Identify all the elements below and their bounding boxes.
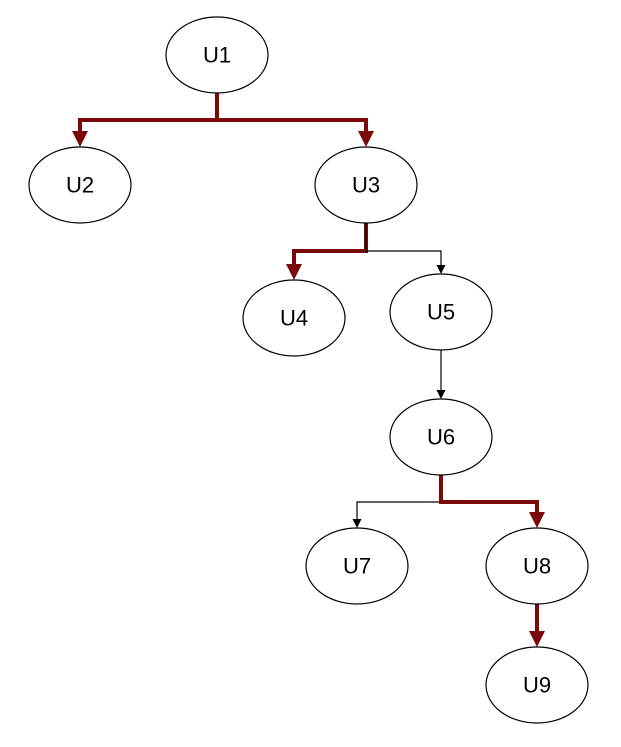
node-label: U8: [523, 554, 551, 579]
node-u3: U3: [314, 146, 418, 224]
node-label: U2: [66, 173, 94, 198]
edge-u3-u4: [286, 223, 368, 280]
node-label: U1: [203, 43, 231, 68]
node-ellipse: [389, 398, 493, 476]
edge-line: [292, 223, 368, 265]
edge-u5-u6: [436, 350, 446, 399]
edge-line: [356, 475, 442, 520]
node-ellipse: [314, 146, 418, 224]
node-u2: U2: [28, 146, 132, 224]
node-ellipse: [389, 273, 493, 351]
node-u9: U9: [485, 646, 589, 724]
node-u6: U6: [389, 398, 493, 476]
node-u4: U4: [242, 279, 346, 357]
arrowhead-icon: [436, 265, 446, 274]
node-ellipse: [165, 16, 269, 94]
node-ellipse: [485, 646, 589, 724]
arrowhead-icon: [286, 264, 302, 280]
edge-line: [78, 93, 219, 132]
arrowhead-icon: [529, 631, 545, 647]
node-u1: U1: [165, 16, 269, 94]
edge-u3-u5: [365, 223, 446, 274]
arrowhead-icon: [358, 131, 374, 147]
node-ellipse: [242, 279, 346, 357]
edge-u6-u7: [352, 475, 442, 528]
node-ellipse: [305, 527, 409, 605]
arrowhead-icon: [529, 512, 545, 528]
edge-line: [365, 223, 442, 266]
node-u7: U7: [305, 527, 409, 605]
edge-u6-u8: [439, 475, 545, 528]
edge-u8-u9: [529, 604, 545, 647]
arrowhead-icon: [436, 390, 446, 399]
node-label: U7: [343, 554, 371, 579]
arrowhead-icon: [72, 131, 88, 147]
edge-u1-u3: [215, 93, 374, 147]
node-label: U9: [523, 673, 551, 698]
node-label: U3: [352, 173, 380, 198]
arrowhead-icon: [352, 519, 362, 528]
node-ellipse: [28, 146, 132, 224]
node-u8: U8: [485, 527, 589, 605]
edges-layer: [72, 93, 545, 647]
node-label: U4: [280, 306, 308, 331]
node-ellipse: [485, 527, 589, 605]
edge-line: [215, 93, 368, 132]
node-u5: U5: [389, 273, 493, 351]
edge-line: [439, 475, 539, 513]
node-label: U5: [427, 300, 455, 325]
edge-u1-u2: [72, 93, 219, 147]
node-label: U6: [427, 425, 455, 450]
